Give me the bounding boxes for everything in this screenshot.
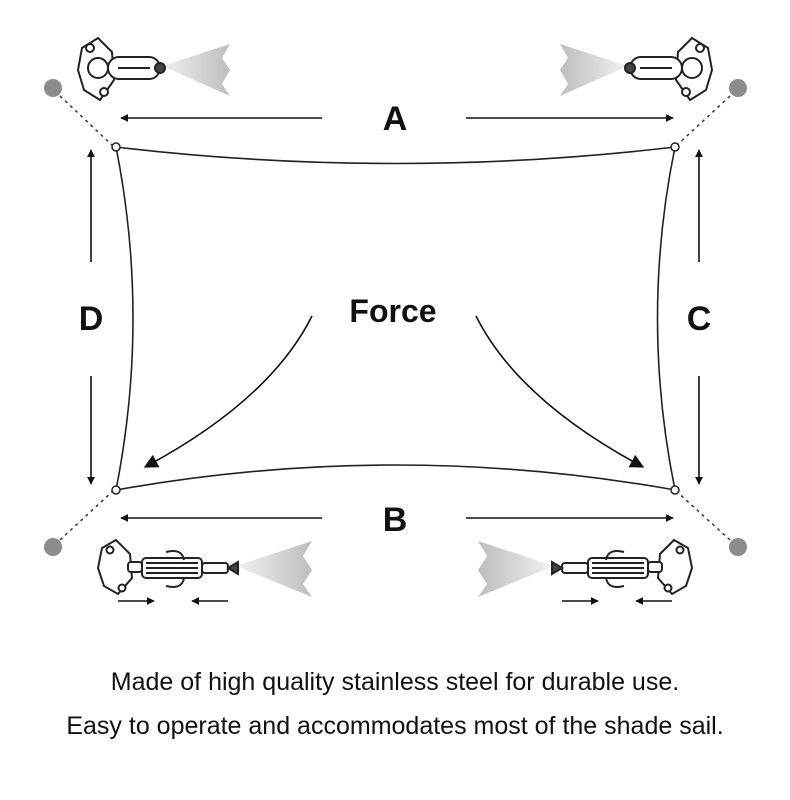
caption-durability: Made of high quality stainless steel for… [110, 668, 680, 696]
force-arrow-left [143, 315, 313, 468]
caption-ease-of-use: Easy to operate and accommodates most of… [66, 712, 724, 740]
dimension-label-c: C [687, 300, 712, 338]
anchor-point-bottom-right [729, 538, 747, 556]
anchor-point-top-left [44, 79, 62, 97]
dimension-label-b: B [383, 501, 408, 539]
anchor-point-bottom-left [44, 538, 62, 556]
tie-lines [59, 95, 731, 541]
dimension-arrows [87, 114, 703, 522]
carabiner-icon [560, 36, 714, 102]
sail-corner-rings [111, 142, 680, 495]
turnbuckle-icon [96, 538, 312, 605]
anchor-point-top-right [729, 79, 747, 97]
turnbuckle-icon [478, 538, 694, 605]
force-label: Force [349, 293, 436, 329]
dimension-label-d: D [79, 300, 104, 338]
force-arrow-right [475, 315, 645, 468]
carabiner-icon [76, 36, 230, 102]
dimension-label-a: A [383, 100, 408, 138]
